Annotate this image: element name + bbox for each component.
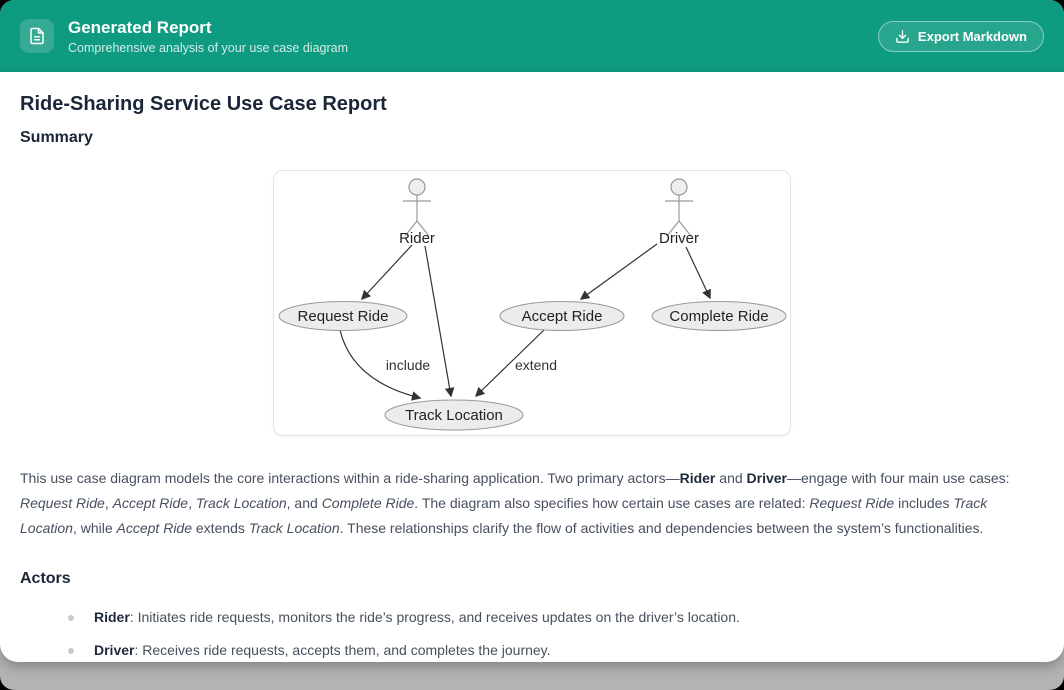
- actor-list-item-text: Driver: Receives ride requests, accepts …: [94, 642, 551, 658]
- export-button-label: Export Markdown: [917, 28, 1027, 44]
- usecase-track-location: Track Location: [384, 399, 524, 431]
- edge-label-include: include: [386, 357, 431, 373]
- actor-driver: Driver: [659, 178, 699, 247]
- use-case-diagram-card: include extend Rider: [273, 170, 791, 436]
- svg-text:Track Location: Track Location: [405, 407, 503, 424]
- bullet-icon: [68, 615, 74, 621]
- header-title: Generated Report: [68, 17, 212, 37]
- export-markdown-button[interactable]: Export Markdown: [877, 20, 1044, 52]
- actor-list-item-driver: Driver: Receives ride requests, accepts …: [68, 642, 1044, 659]
- report-title: Ride-Sharing Service Use Case Report: [20, 93, 387, 115]
- actor-driver-label: Driver: [659, 230, 699, 247]
- use-case-diagram: include extend Rider: [278, 178, 787, 431]
- summary-paragraph: This use case diagram models the core in…: [20, 470, 1010, 536]
- edge-label-extend: extend: [515, 357, 557, 373]
- svg-text:Accept Ride: Accept Ride: [522, 308, 603, 325]
- app-header: Generated Report Comprehensive analysis …: [0, 0, 1064, 72]
- summary-heading: Summary: [20, 129, 93, 146]
- header-text: Generated Report Comprehensive analysis …: [68, 17, 864, 55]
- svg-text:Request Ride: Request Ride: [298, 308, 389, 325]
- actor-rider: Rider: [399, 178, 435, 247]
- header-subtitle: Comprehensive analysis of your use case …: [68, 41, 348, 56]
- usecase-accept-ride: Accept Ride: [499, 301, 625, 331]
- bullet-icon: [68, 648, 74, 654]
- document-icon: [20, 19, 54, 53]
- usecase-complete-ride: Complete Ride: [651, 301, 787, 331]
- svg-text:Complete Ride: Complete Ride: [669, 308, 768, 325]
- actors-list: Rider: Initiates ride requests, monitors…: [20, 609, 1044, 659]
- actor-list-item-text: Rider: Initiates ride requests, monitors…: [94, 609, 740, 625]
- actor-rider-label: Rider: [399, 230, 435, 247]
- usecase-request-ride: Request Ride: [278, 301, 408, 331]
- report-content: Ride-Sharing Service Use Case Report Sum…: [0, 72, 1064, 662]
- download-icon: [895, 29, 910, 44]
- actors-heading: Actors: [20, 570, 71, 587]
- actor-list-item-rider: Rider: Initiates ride requests, monitors…: [68, 609, 1044, 626]
- diagram-edges: [339, 243, 711, 401]
